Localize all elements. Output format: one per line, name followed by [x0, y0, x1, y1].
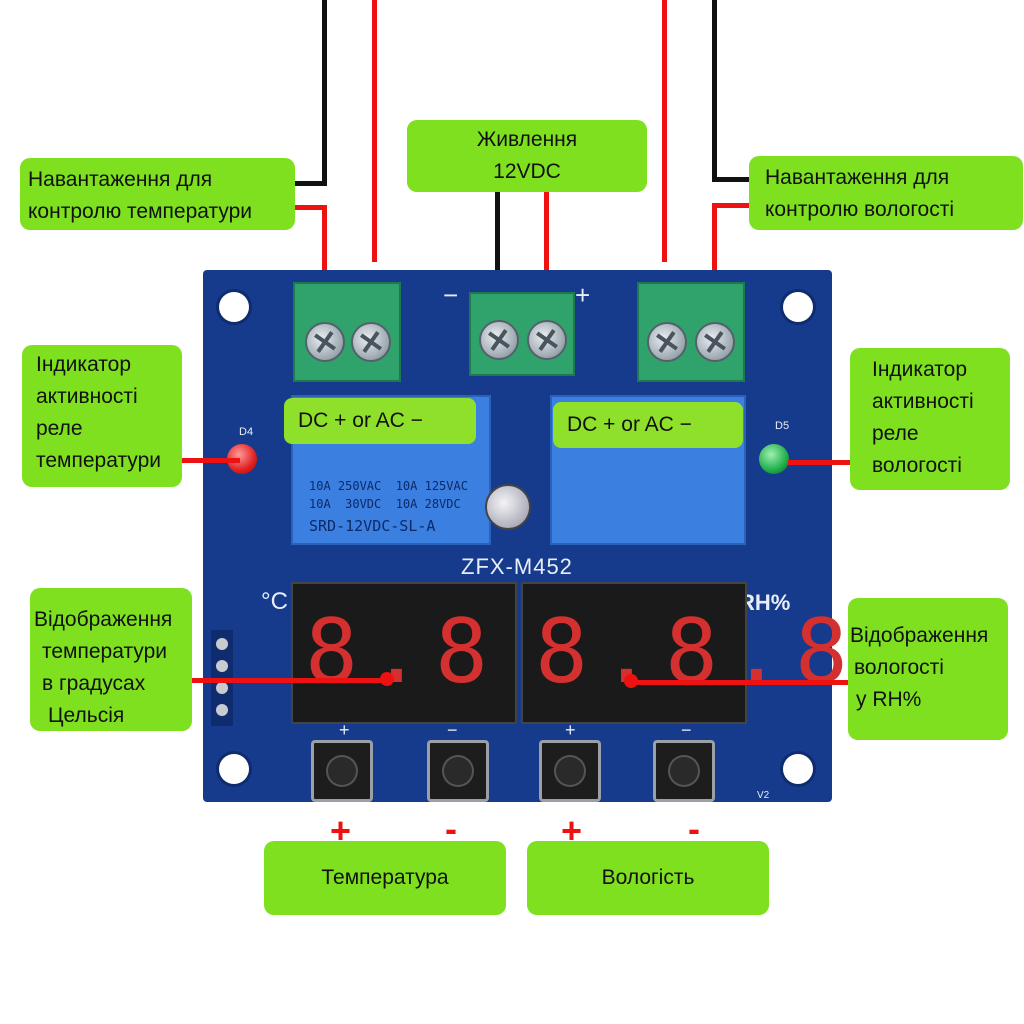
hum-minus-sign: -	[688, 808, 700, 849]
hum-load-wire-red-vertical	[662, 0, 667, 262]
relay-rating-2: 10A 30VDC 10A 28VDC	[309, 497, 461, 511]
button-mark: −	[681, 720, 692, 740]
mount-hole-bottom-right	[783, 754, 813, 784]
button-mark: +	[339, 720, 350, 740]
temp-minus-button[interactable]	[427, 740, 489, 802]
hum-load-wire-black-vertical	[712, 0, 717, 182]
hum-plus-button[interactable]	[539, 740, 601, 802]
callout-hum-led: Індикатор активності реле вологості	[850, 348, 1010, 490]
terminal-hum-load	[637, 282, 745, 382]
screw-icon	[351, 322, 391, 362]
hum-load-wire-black-horizontal	[712, 177, 750, 182]
led-hum-indicator	[759, 444, 789, 474]
screw-icon	[695, 322, 735, 362]
power-wire-red	[544, 192, 549, 300]
pointer-hum-led	[788, 460, 850, 465]
pointer-hum-display	[630, 680, 848, 685]
screw-icon	[647, 322, 687, 362]
callout-temp-display: Відображення температури в градусах Цель…	[30, 588, 192, 731]
terminal-power	[469, 292, 575, 376]
mount-hole-top-left	[219, 292, 249, 322]
pointer-temp-display	[190, 678, 386, 683]
terminal-temp-load	[293, 282, 401, 382]
potentiometer-icon	[485, 484, 531, 530]
relay-model: SRD-12VDC-SL-A	[309, 517, 436, 535]
hum-load-wire-red-down	[712, 203, 717, 273]
callout-temp-buttons: Температура	[264, 841, 506, 915]
relay-temp-label: DC + or AC −	[284, 398, 476, 444]
controller-board: − + 10A 250VAC 10A 125VAC 10A 30VDC 10A …	[203, 270, 913, 802]
callout-power: Живлення 12VDC	[407, 120, 647, 192]
callout-hum-buttons: Вологість	[527, 841, 769, 915]
screw-icon	[305, 322, 345, 362]
callout-temp-load: Навантаження для контролю температури	[20, 158, 295, 230]
callout-hum-display: Відображення вологості у RH%	[848, 598, 1008, 740]
temp-minus-sign: -	[445, 808, 457, 849]
callout-temp-led: Індикатор активності реле температури	[22, 345, 182, 487]
temp-load-wire-red-down	[322, 205, 327, 273]
power-plus-mark: +	[575, 280, 591, 310]
relay-rating-1: 10A 250VAC 10A 125VAC	[309, 479, 468, 493]
mount-hole-top-right	[783, 292, 813, 322]
pointer-hum-display-dot	[624, 674, 638, 688]
button-mark: −	[447, 720, 458, 740]
hum-load-wire-red-link	[712, 203, 750, 208]
display-temperature: 8.8.8.	[291, 582, 683, 724]
temp-load-wire-black-vertical	[322, 0, 327, 186]
callout-hum-load: Навантаження для контролю вологості	[749, 156, 1023, 230]
unit-rh-label: RH%	[739, 590, 791, 615]
pointer-temp-led	[180, 458, 240, 463]
screw-icon	[527, 320, 567, 360]
led-d4-label: D4	[239, 426, 254, 438]
pointer-temp-display-dot	[380, 672, 394, 686]
temp-plus-button[interactable]	[311, 740, 373, 802]
power-wire-black	[495, 192, 500, 300]
button-mark: +	[565, 720, 576, 740]
temp-load-wire-black-horizontal	[295, 181, 327, 186]
display-humidity: 8.8.8.	[521, 582, 913, 724]
power-minus-mark: −	[443, 280, 459, 310]
temp-plus-sign: +	[330, 810, 352, 851]
board-model-label: ZFX-M452	[461, 554, 573, 579]
relay-hum-label: DC + or AC −	[553, 402, 743, 448]
hum-minus-button[interactable]	[653, 740, 715, 802]
led-d5-label: D5	[775, 420, 790, 432]
temp-load-wire-red-vertical	[372, 0, 377, 262]
screw-icon	[479, 320, 519, 360]
hum-plus-sign: +	[561, 810, 583, 851]
temp-load-wire-red-link	[295, 205, 327, 210]
unit-celsius-label: °C	[261, 588, 288, 615]
mount-hole-bottom-left	[219, 754, 249, 784]
board-version-label: V2	[757, 790, 770, 801]
